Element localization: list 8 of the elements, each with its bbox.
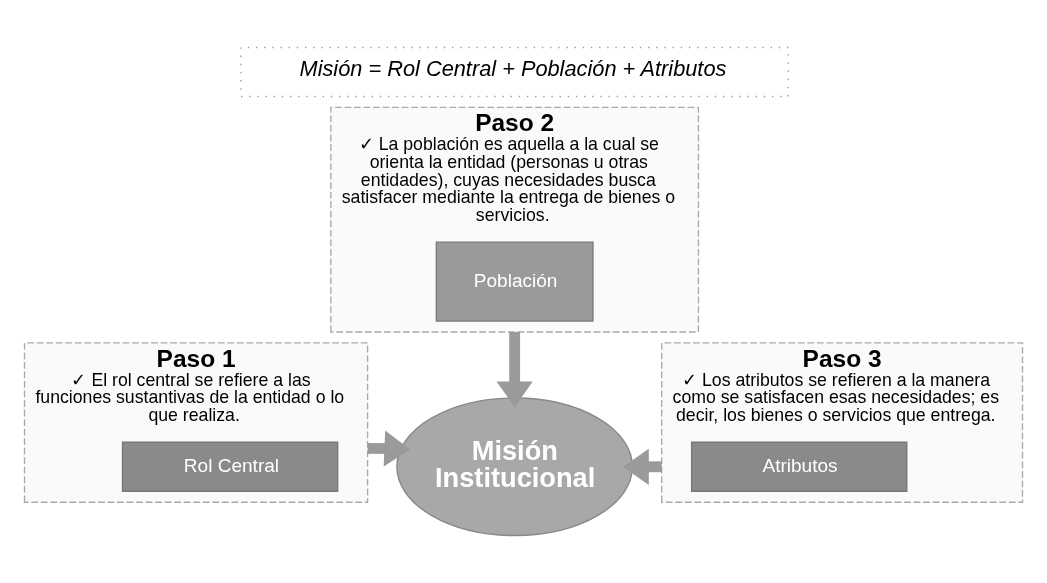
arrow (496, 332, 533, 408)
node-ellipse: Misión Institucional (396, 397, 634, 537)
node-box: Atributos (690, 441, 908, 492)
arrow (367, 430, 411, 467)
arrow (623, 448, 662, 485)
node-box: Rol Central (121, 441, 339, 492)
node-box: Población (435, 241, 594, 322)
node-box: Misión = Rol Central + Población + Atributos (240, 46, 789, 98)
